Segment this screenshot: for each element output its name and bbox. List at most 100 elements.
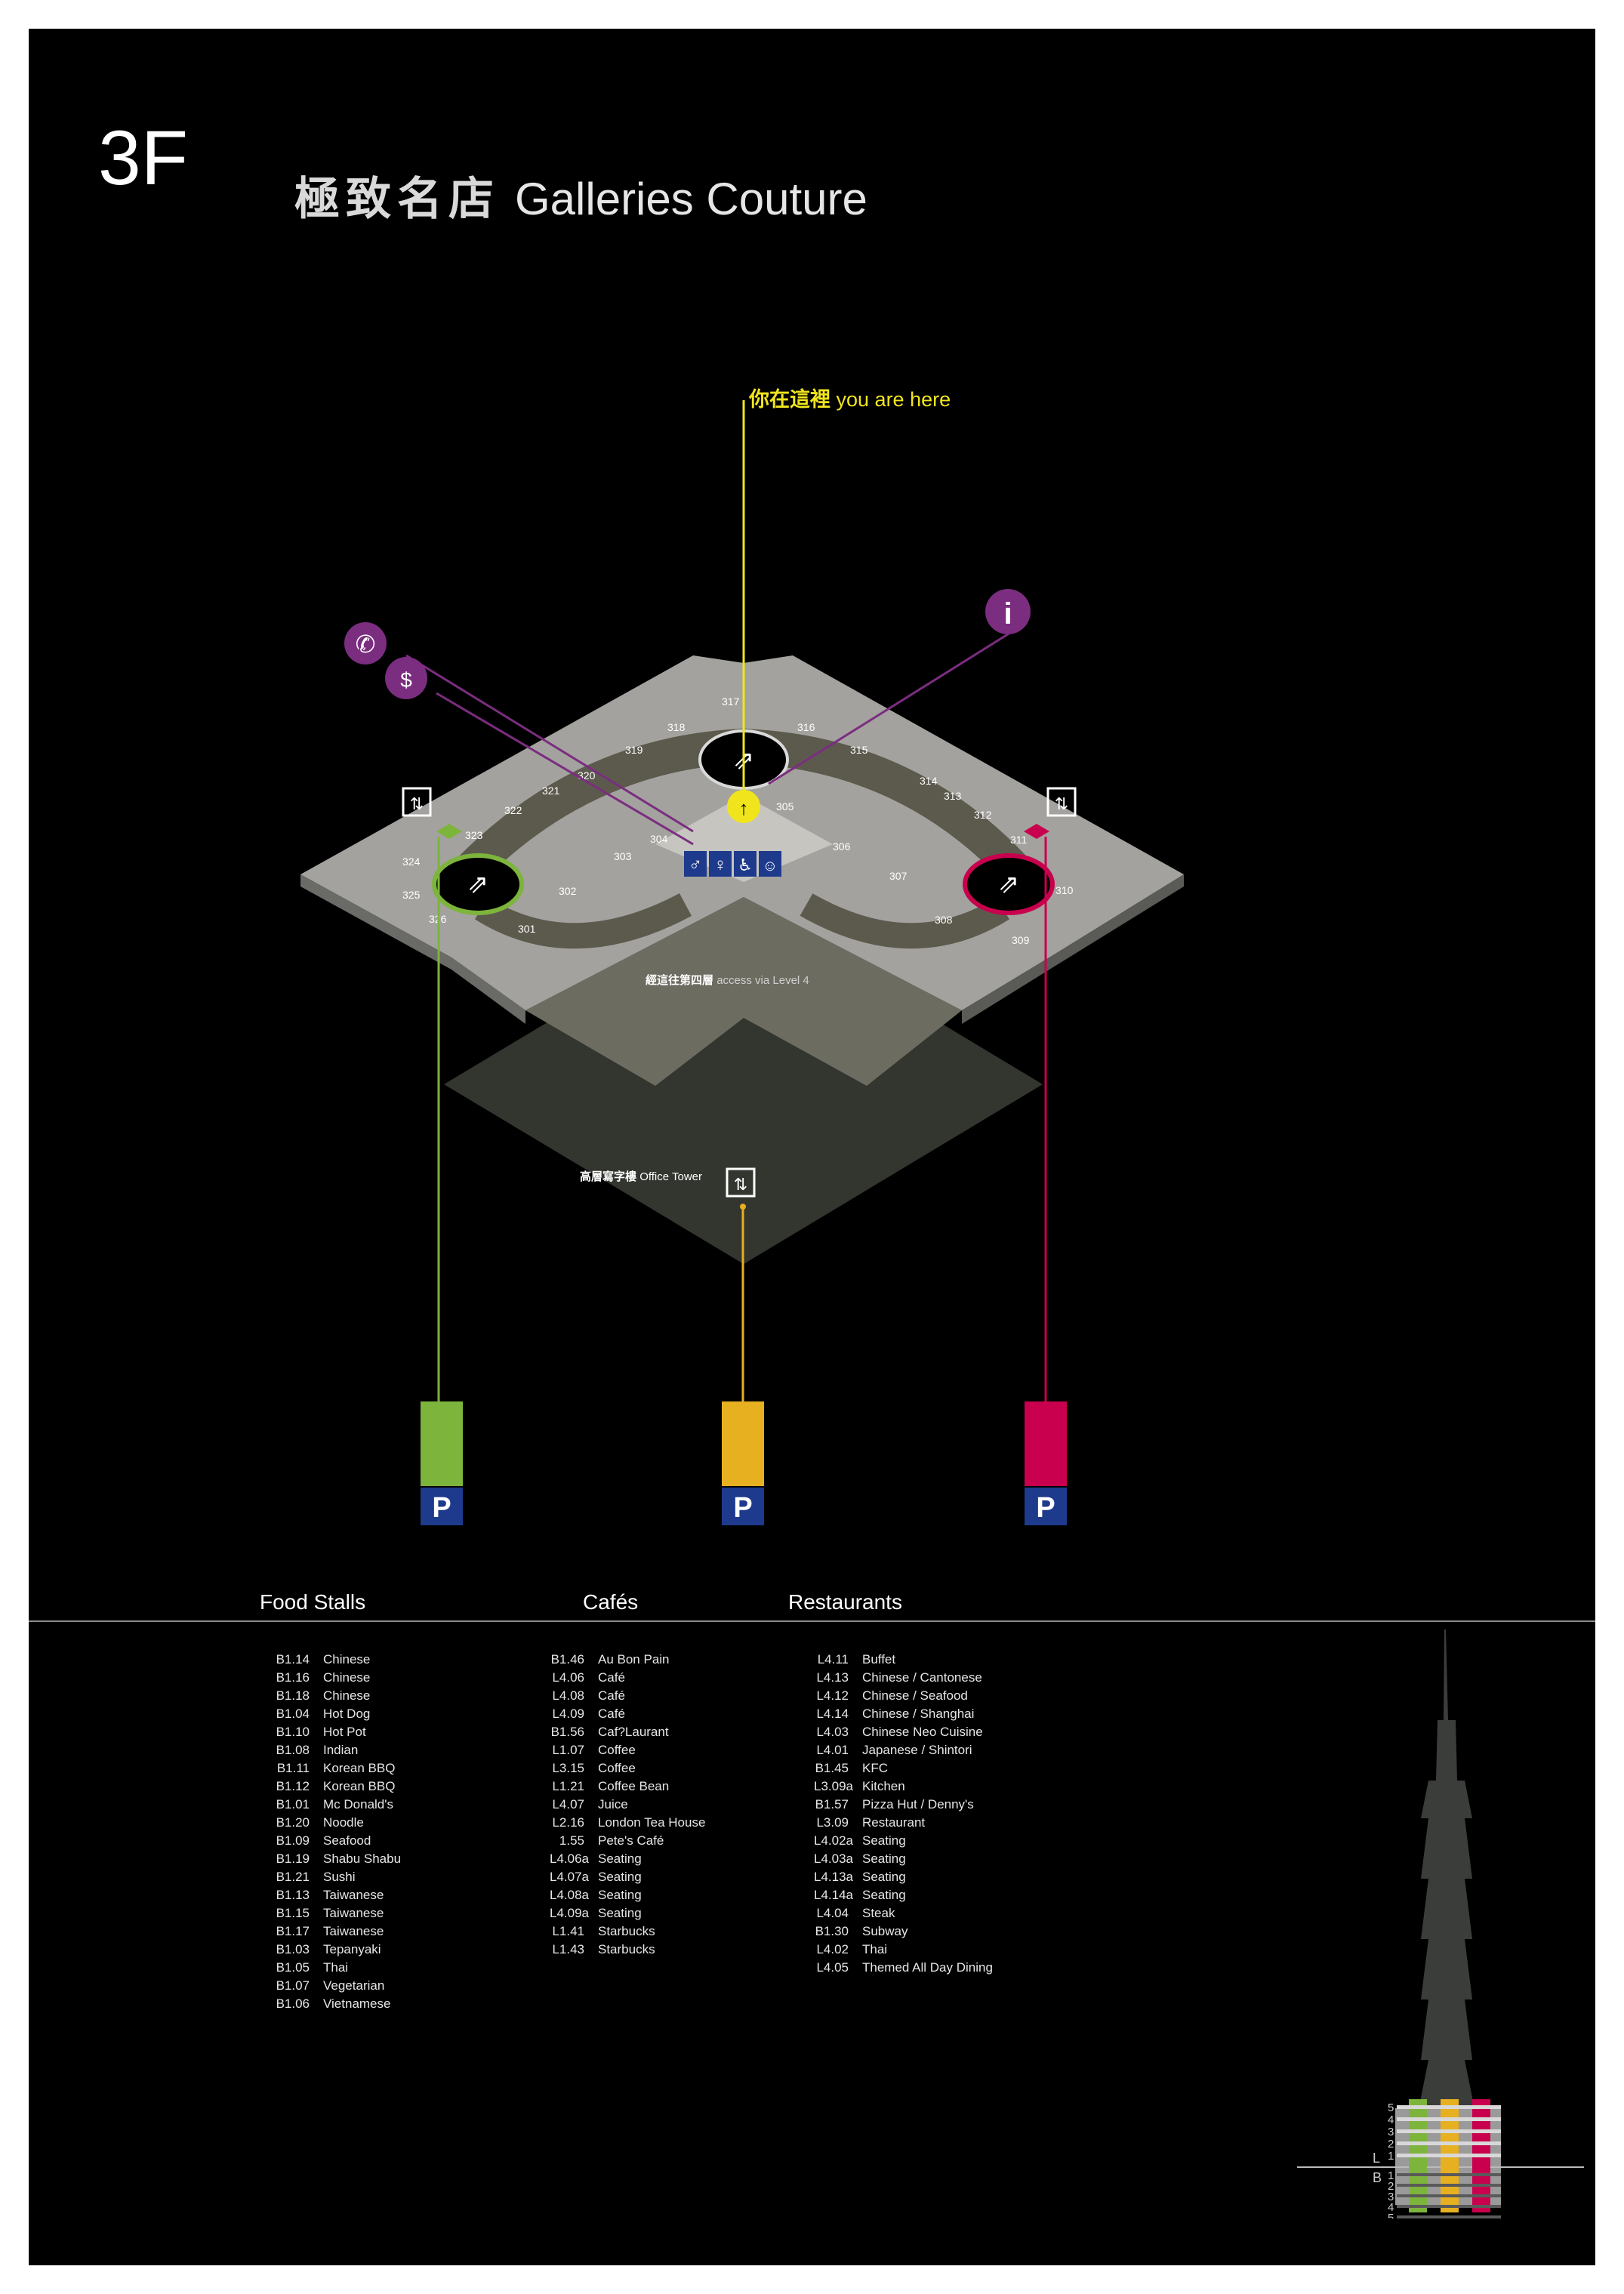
unit-code: B1.18 (276, 1688, 310, 1703)
elevator-right[interactable]: ⇅ (1046, 787, 1077, 817)
venue-name: Chinese (323, 1652, 371, 1667)
escalator-icon: ⇗ (998, 870, 1020, 899)
unit-code: L4.14 (816, 1707, 849, 1721)
level-mark (1397, 2184, 1501, 2187)
unit-code: L4.14a (814, 1888, 853, 1902)
office-tower-label: 高層寫字樓 Office Tower (580, 1170, 702, 1183)
info-icon: i (1003, 597, 1012, 631)
unit-label-315: 315 (850, 744, 868, 756)
unit-code: B1.19 (276, 1852, 310, 1866)
floor-title-en: Galleries Couture (515, 174, 867, 224)
green-lift-marker (436, 824, 462, 839)
up-arrow-icon: ↑ (739, 797, 749, 819)
venue-name: Chinese (323, 1670, 371, 1685)
parking-green[interactable]: P (421, 1401, 463, 1525)
info-marker[interactable]: i (985, 589, 1031, 634)
magenta-lift-marker (1024, 824, 1049, 839)
unit-label-324: 324 (402, 856, 421, 868)
venue-name: Themed All Day Dining (862, 1960, 993, 1975)
venue-name: Mc Donald's (323, 1797, 394, 1811)
venue-name: Coffee Bean (598, 1779, 670, 1793)
level-lower-4: 4 (1388, 2201, 1394, 2214)
venue-name: Noodle (323, 1815, 364, 1830)
floor-map: ⇗ ⇗ ⇗ 3013023033043053063073083093103113… (300, 387, 1184, 1525)
unit-code: B1.06 (276, 1996, 310, 2011)
elevator-icon: ⇅ (410, 794, 424, 813)
venue-name: Café (598, 1688, 625, 1703)
yellow-line-dot (740, 1204, 746, 1210)
elevator-left[interactable]: ⇅ (402, 787, 432, 817)
level-lower-3: 3 (1388, 2191, 1394, 2203)
list-item: L4.14a Seating (814, 1886, 993, 1904)
unit-code: B1.21 (276, 1870, 310, 1884)
parking-yellow[interactable]: P (722, 1401, 764, 1525)
escalator-right[interactable]: ⇗ (963, 853, 1055, 915)
level-mark (1397, 2173, 1501, 2176)
legend-divider (29, 1620, 1595, 1622)
cross-corridor (474, 893, 692, 949)
venue-name: Au Bon Pain (598, 1652, 670, 1667)
phone-marker[interactable]: ✆ (344, 622, 387, 664)
venue-name: Seating (862, 1888, 906, 1902)
venue-name: Taiwanese (323, 1924, 384, 1938)
food-stalls-title: Food Stalls (260, 1590, 366, 1614)
access-block (525, 897, 962, 1086)
unit-label-311: 311 (1010, 834, 1028, 846)
level-lower-5: 5 (1388, 2212, 1394, 2218)
unit-label-319: 319 (625, 744, 643, 756)
unit-label-325: 325 (402, 889, 421, 901)
parking-magenta[interactable]: P (1025, 1401, 1067, 1525)
floor-number: 3F (98, 115, 189, 201)
unit-label-301: 301 (518, 923, 536, 935)
female-restroom-icon: ♀ (713, 855, 727, 875)
level-upper-4: 4 (1388, 2114, 1394, 2126)
unit-code: B1.56 (550, 1725, 584, 1739)
elevator-office[interactable]: ⇅ (726, 1167, 756, 1198)
venue-name: Restaurant (862, 1815, 926, 1830)
unit-code: B1.13 (276, 1888, 310, 1902)
unit-code: B1.57 (815, 1797, 849, 1811)
unit-code: 1.55 (559, 1833, 584, 1848)
venue-name: Indian (323, 1743, 359, 1757)
venue-name: London Tea House (598, 1815, 706, 1830)
level-mark (1397, 2117, 1501, 2121)
unit-code: L4.07a (550, 1870, 589, 1884)
venue-name: Hot Dog (323, 1707, 371, 1721)
venue-name: Korean BBQ (323, 1761, 396, 1775)
unit-label-322: 322 (504, 804, 522, 816)
atm-marker[interactable]: $ (385, 657, 427, 699)
baby-care-icon: ☺ (763, 858, 778, 874)
unit-code: L4.07 (552, 1797, 584, 1811)
escalator-left[interactable]: ⇗ (432, 853, 524, 915)
unit-code: L4.09 (552, 1707, 584, 1721)
unit-code: B1.16 (276, 1670, 310, 1685)
unit-code: L4.09a (550, 1906, 589, 1920)
venue-name: Seating (862, 1852, 906, 1866)
unit-label-321: 321 (542, 785, 560, 797)
venue-name: Taiwanese (323, 1906, 384, 1920)
